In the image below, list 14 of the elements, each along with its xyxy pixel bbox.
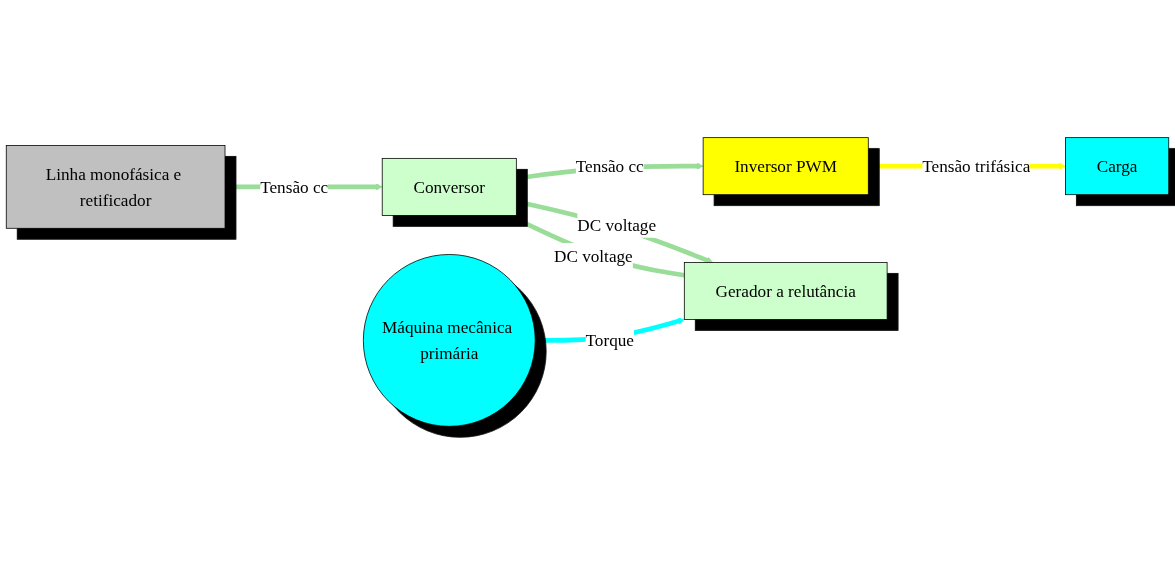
edge-label: Tensão cc [575, 156, 644, 176]
edge-label: Torque [585, 330, 634, 351]
node-circle: Máquina mecânica primária [362, 254, 536, 427]
node-box: Conversor [381, 157, 517, 216]
edge-label: Tensão cc [260, 177, 329, 197]
edge-label: DC voltage [577, 215, 657, 235]
node-box: Inversor PWM [702, 137, 869, 196]
node-box: Carga [1065, 137, 1170, 196]
node-box: Linha monofásica e retificador [5, 145, 226, 229]
edge-label: Tensão trifásica [922, 156, 1031, 176]
arrow [515, 199, 714, 264]
node-box: Gerador a relutância [683, 262, 888, 320]
arrow [508, 214, 685, 278]
edge-label: DC voltage [553, 246, 633, 266]
